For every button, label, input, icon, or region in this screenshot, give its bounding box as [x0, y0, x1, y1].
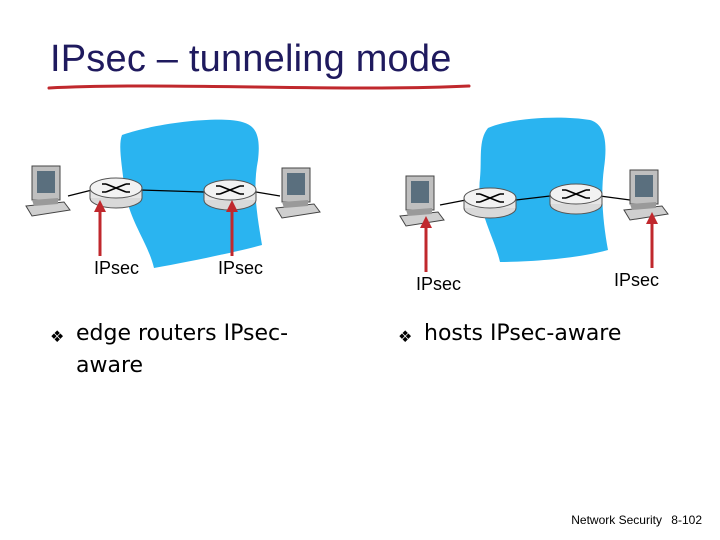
bullet-edge-routers: ❖ edge routers IPsec-aware [50, 318, 330, 382]
bullet-text: edge routers IPsec-aware [76, 321, 289, 378]
router-icon [463, 187, 517, 219]
slide-title: IPsec – tunneling mode [50, 38, 452, 80]
arrow-up-icon [418, 214, 434, 274]
arrow-up-icon [644, 210, 660, 270]
computer-icon [25, 165, 71, 217]
slide-footer: Network Security 8-102 [571, 513, 702, 527]
arrow-up-icon [92, 198, 108, 258]
bullet-hosts: ❖ hosts IPsec-aware [398, 318, 698, 350]
title-underline [47, 84, 471, 90]
bullet-text: hosts IPsec-aware [424, 321, 622, 346]
footer-page: 8-102 [671, 513, 702, 527]
router-icon [549, 183, 603, 215]
internet-cloud-left [120, 119, 263, 268]
ipsec-label-left-2: IPsec [218, 258, 264, 278]
computer-icon [399, 175, 445, 227]
bullet-icon: ❖ [50, 327, 65, 346]
computer-icon [623, 169, 669, 221]
router-icon [89, 177, 143, 209]
ipsec-label-right-2: IPsec [614, 270, 660, 290]
ipsec-label-right-1: IPsec [416, 274, 462, 294]
ipsec-label-left-1: IPsec [94, 258, 140, 278]
computer-icon [275, 167, 321, 219]
bullet-icon: ❖ [398, 327, 413, 346]
internet-cloud-right [479, 117, 608, 262]
footer-course: Network Security [571, 513, 662, 527]
